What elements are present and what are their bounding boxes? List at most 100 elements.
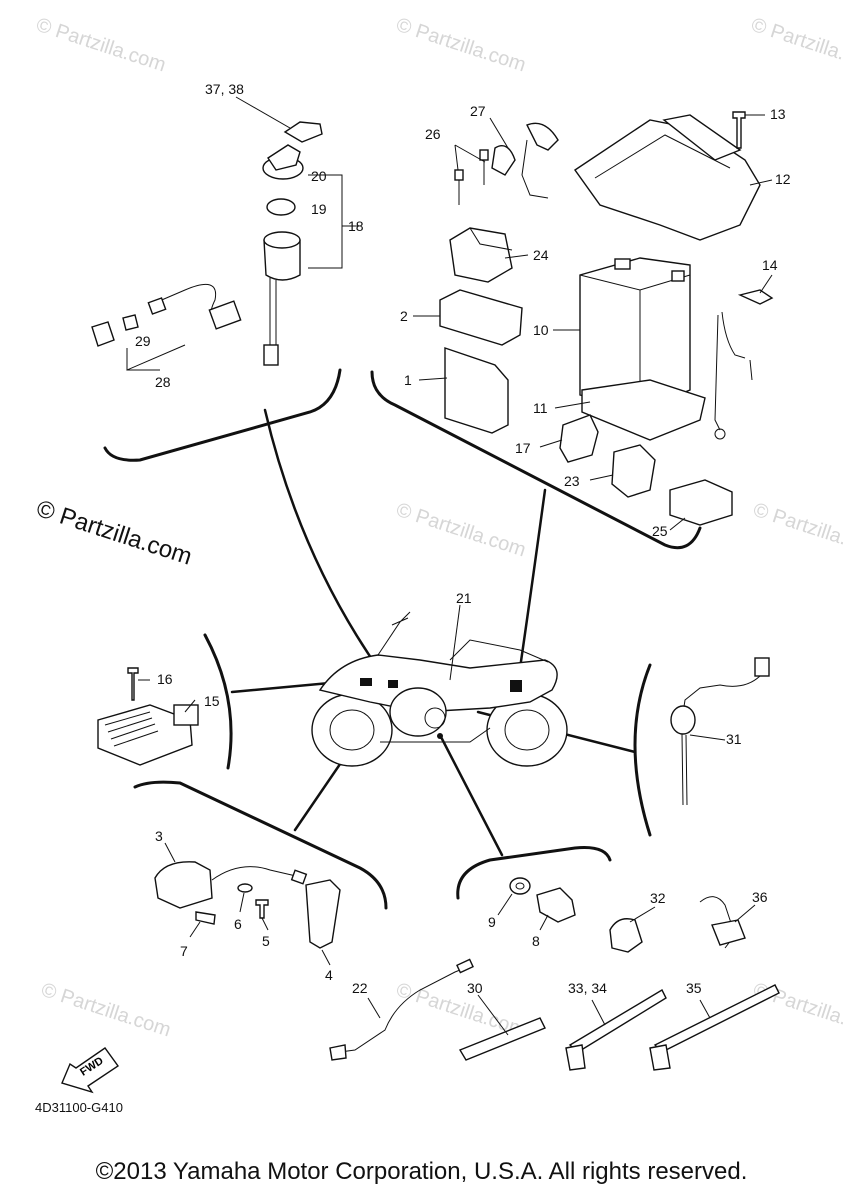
callout-37-38: 37, 38 bbox=[205, 81, 244, 97]
bracket-coil-group bbox=[133, 780, 388, 910]
fuse-box-part bbox=[669, 479, 733, 526]
clamp-part bbox=[609, 918, 643, 953]
harness-marker bbox=[510, 680, 522, 692]
relay-part bbox=[449, 227, 513, 283]
terminal-cover-part bbox=[526, 122, 559, 151]
ignition-coil-part bbox=[154, 861, 213, 909]
watermark: © Partzilla.com bbox=[748, 14, 843, 77]
callout-1: 1 bbox=[404, 372, 412, 388]
atv-vehicle-illustration bbox=[311, 611, 568, 767]
watermark: © Partzilla.com bbox=[750, 979, 843, 1042]
callout-36: 36 bbox=[752, 889, 768, 905]
callout-19: 19 bbox=[311, 201, 327, 217]
callout-33-34: 33, 34 bbox=[568, 980, 607, 996]
callout-8: 8 bbox=[532, 933, 540, 949]
gasket-part bbox=[509, 877, 531, 895]
watermark: © Partzilla.com bbox=[393, 14, 528, 77]
watermark: © Partzilla.com bbox=[33, 14, 168, 77]
cable-tie-part bbox=[568, 989, 667, 1053]
plug-cap-part bbox=[305, 879, 341, 949]
callout-9: 9 bbox=[488, 914, 496, 930]
battery-pad-part bbox=[581, 379, 706, 441]
key-part bbox=[283, 121, 323, 143]
fwd-arrow: FWD bbox=[61, 1047, 119, 1094]
callout-2: 2 bbox=[400, 308, 408, 324]
harness-marker bbox=[388, 680, 398, 688]
thermo-switch-part bbox=[670, 705, 696, 735]
cap-part bbox=[91, 321, 115, 347]
callout-leaders bbox=[138, 96, 773, 1036]
callout-16: 16 bbox=[157, 671, 173, 687]
bracket-neutral-group bbox=[456, 846, 612, 900]
bracket-ignition-group bbox=[103, 368, 342, 462]
callout-17: 17 bbox=[515, 440, 531, 456]
starter-relay-part bbox=[611, 444, 656, 498]
neutral-switch-group bbox=[509, 877, 746, 953]
callout-18: 18 bbox=[348, 218, 364, 234]
watermark: © Partzilla.com bbox=[393, 499, 528, 562]
callout-22: 22 bbox=[352, 980, 368, 996]
callout-labels: 37, 38 20 19 18 29 28 13 12 27 26 24 14 … bbox=[35, 81, 791, 1115]
callout-3: 3 bbox=[155, 828, 163, 844]
copyright-notice: ©2013 Yamaha Motor Corporation, U.S.A. A… bbox=[95, 1158, 748, 1185]
regulator-group bbox=[97, 667, 199, 766]
bracket-regulator-group bbox=[203, 633, 233, 770]
bolt-part bbox=[127, 667, 139, 701]
ignition-coil-group bbox=[154, 861, 341, 949]
callout-10: 10 bbox=[533, 322, 549, 338]
bracket-sensor-group bbox=[633, 663, 652, 837]
cable-tie-part bbox=[653, 984, 780, 1053]
bolt-part bbox=[255, 899, 269, 919]
callout-15: 15 bbox=[204, 693, 220, 709]
fuse-part bbox=[559, 414, 599, 463]
connector-part bbox=[754, 657, 770, 677]
washer-part bbox=[237, 883, 253, 893]
callout-26: 26 bbox=[425, 126, 441, 142]
diagram-code: 4D31100-G410 bbox=[35, 1100, 123, 1115]
neutral-switch-part bbox=[536, 887, 576, 923]
ecu-part bbox=[444, 347, 509, 434]
callout-14: 14 bbox=[762, 257, 778, 273]
callout-5: 5 bbox=[262, 933, 270, 949]
battery-cover-part bbox=[574, 119, 761, 241]
case-part bbox=[439, 289, 523, 346]
watermark: © Partzilla.com bbox=[750, 499, 843, 562]
callout-20: 20 bbox=[311, 168, 327, 184]
bottom-row-parts bbox=[329, 958, 780, 1071]
callout-27: 27 bbox=[470, 103, 486, 119]
watermark: © Partzilla.com bbox=[38, 979, 173, 1042]
lead-terminal-part bbox=[329, 1044, 347, 1061]
nut-part bbox=[266, 198, 296, 216]
bracket-battery-group bbox=[370, 370, 702, 550]
callout-21: 21 bbox=[456, 590, 472, 606]
callout-24: 24 bbox=[533, 247, 549, 263]
callout-13: 13 bbox=[770, 106, 786, 122]
ignition-switch-group bbox=[91, 121, 358, 371]
callout-25: 25 bbox=[652, 523, 668, 539]
thermo-switch-group bbox=[670, 657, 770, 806]
harness-marker bbox=[360, 678, 372, 686]
clamp-part bbox=[711, 919, 746, 946]
bolt-part bbox=[732, 111, 746, 149]
callout-29: 29 bbox=[135, 333, 151, 349]
callout-12: 12 bbox=[775, 171, 791, 187]
callout-6: 6 bbox=[234, 916, 242, 932]
callout-32: 32 bbox=[650, 890, 666, 906]
callout-31: 31 bbox=[726, 731, 742, 747]
battery-part bbox=[579, 257, 691, 411]
callout-35: 35 bbox=[686, 980, 702, 996]
plug-part bbox=[122, 314, 139, 331]
battery-group bbox=[439, 111, 774, 526]
screw-part bbox=[195, 911, 216, 925]
partzilla-watermark: © Partzilla.com bbox=[33, 495, 195, 571]
callout-7: 7 bbox=[180, 943, 188, 959]
battery-band-part bbox=[662, 114, 742, 161]
callout-4: 4 bbox=[325, 967, 333, 983]
callout-23: 23 bbox=[564, 473, 580, 489]
cable-tie-part bbox=[458, 1017, 546, 1061]
callout-30: 30 bbox=[467, 980, 483, 996]
callout-28: 28 bbox=[155, 374, 171, 390]
harness-marker bbox=[437, 733, 443, 739]
callout-11: 11 bbox=[533, 400, 548, 416]
